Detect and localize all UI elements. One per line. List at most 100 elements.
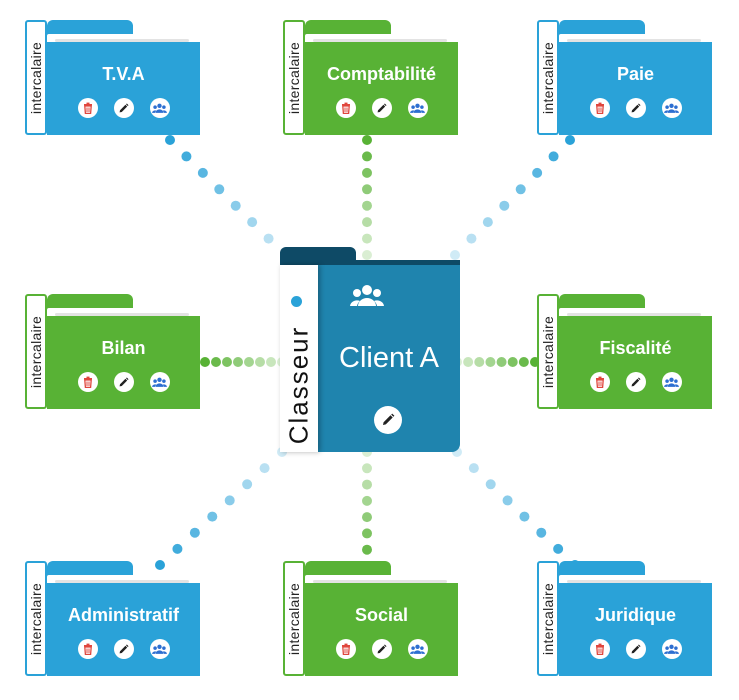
delete-icon [341, 102, 350, 114]
folder-actions [305, 98, 458, 118]
delete-icon [83, 102, 92, 114]
connector-dot [222, 357, 232, 367]
connector-dot [565, 135, 575, 145]
connector-dot [362, 233, 372, 244]
connector-dot [207, 511, 218, 522]
delete-icon [83, 376, 92, 388]
group-button[interactable] [149, 98, 170, 118]
folder-actions [559, 639, 712, 659]
connector-dot [519, 511, 530, 522]
connector-dot [214, 184, 225, 195]
group-button[interactable] [149, 639, 170, 659]
connector-dot [255, 357, 265, 367]
delete-button[interactable] [77, 372, 98, 392]
binder-label: Classeur [283, 325, 314, 445]
connector-dot [536, 527, 547, 538]
connector-dot [263, 233, 274, 244]
edit-button[interactable] [113, 98, 134, 118]
intercalaire-tab: intercalaire [537, 294, 559, 409]
delete-button[interactable] [77, 98, 98, 118]
binder-top-strip [280, 260, 460, 268]
folder-juridique[interactable]: intercalaire Juridique [537, 561, 712, 676]
edit-button[interactable] [371, 639, 392, 659]
group-icon [664, 644, 679, 654]
delete-icon [595, 643, 604, 655]
delete-button[interactable] [335, 639, 356, 659]
edit-button[interactable] [625, 639, 646, 659]
connector-dot [532, 167, 543, 178]
connector-dot [362, 167, 372, 178]
folder-administratif[interactable]: intercalaire Administratif [25, 561, 200, 676]
connector-dot [165, 135, 175, 145]
edit-icon [377, 102, 387, 112]
intercalaire-tab: intercalaire [537, 561, 559, 676]
folder-tva[interactable]: intercalaire T.V.A [25, 20, 200, 135]
edit-button[interactable] [625, 98, 646, 118]
group-button[interactable] [149, 372, 170, 392]
intercalaire-label: intercalaire [28, 582, 44, 655]
intercalaire-label: intercalaire [540, 582, 556, 655]
folder-body [47, 42, 200, 135]
intercalaire-tab: intercalaire [25, 20, 47, 135]
connector-dot [463, 357, 474, 367]
edit-icon [631, 643, 641, 653]
folder-actions [305, 639, 458, 659]
connector-dot [474, 357, 485, 367]
group-button[interactable] [407, 98, 428, 118]
group-icon [410, 644, 425, 654]
group-button[interactable] [661, 98, 682, 118]
edit-icon [631, 102, 641, 112]
folder-bilan[interactable]: intercalaire Bilan [25, 294, 200, 409]
edit-button[interactable] [374, 406, 402, 434]
connector-dot [362, 512, 372, 523]
group-button[interactable] [661, 372, 682, 392]
connector-dot [362, 528, 372, 539]
intercalaire-label: intercalaire [28, 41, 44, 114]
intercalaire-label: intercalaire [286, 41, 302, 114]
folder-body [305, 42, 458, 135]
connector-dot [548, 151, 559, 162]
connector-dot [362, 544, 372, 555]
group-button[interactable] [661, 639, 682, 659]
intercalaire-tab: intercalaire [537, 20, 559, 135]
folder-actions [47, 639, 200, 659]
group-icon [152, 103, 167, 113]
delete-button[interactable] [77, 639, 98, 659]
group-icon [152, 644, 167, 654]
group-icon[interactable] [350, 284, 384, 308]
intercalaire-tab: intercalaire [25, 561, 47, 676]
folder-body [559, 42, 712, 135]
edit-button[interactable] [113, 639, 134, 659]
edit-button[interactable] [625, 372, 646, 392]
connector-dot [242, 479, 253, 490]
folder-body [47, 583, 200, 676]
folder-actions [47, 98, 200, 118]
folder-comptabilite[interactable]: intercalaire Comptabilité [283, 20, 458, 135]
folder-fiscalite[interactable]: intercalaire Fiscalité [537, 294, 712, 409]
delete-icon [595, 102, 604, 114]
folder-paie[interactable]: intercalaire Paie [537, 20, 712, 135]
connector-dot [233, 357, 243, 367]
connector-dot [172, 543, 183, 554]
edit-icon [631, 376, 641, 386]
delete-button[interactable] [589, 372, 610, 392]
folder-social[interactable]: intercalaire Social [283, 561, 458, 676]
intercalaire-label: intercalaire [540, 315, 556, 388]
edit-button[interactable] [371, 98, 392, 118]
delete-icon [83, 643, 92, 655]
classeur-binder[interactable]: Classeur Client A [280, 247, 460, 452]
delete-button[interactable] [589, 98, 610, 118]
client-name: Client A [339, 342, 439, 374]
delete-button[interactable] [335, 98, 356, 118]
edit-icon [383, 413, 395, 425]
connector-dot [362, 479, 372, 490]
delete-button[interactable] [589, 639, 610, 659]
group-button[interactable] [407, 639, 428, 659]
connector-dot [362, 217, 372, 228]
intercalaire-tab: intercalaire [25, 294, 47, 409]
binder-spine: Classeur [280, 265, 318, 452]
connector-dot [200, 357, 210, 367]
folder-title: Paie [616, 64, 655, 84]
connector-dot [496, 357, 507, 367]
edit-button[interactable] [113, 372, 134, 392]
